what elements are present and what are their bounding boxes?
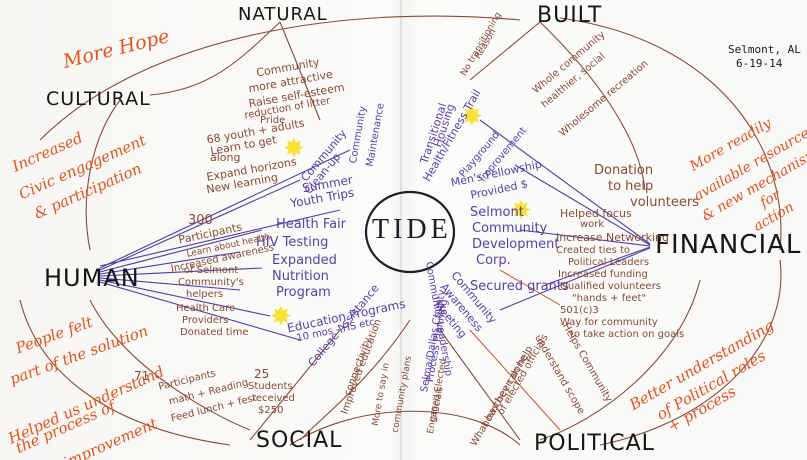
note-71-1: 71 [134,369,150,383]
activity-grants: Secured grants [470,279,569,294]
note-300-8: Health Care [176,303,236,314]
note-300-10: Donated time [180,327,249,338]
activity-selmont-3: Development [472,237,560,252]
star-icon: ✸ [461,102,483,132]
activity-selmont-4: Corp. [476,253,511,268]
note-25-2: Students [248,381,293,392]
center-label: TIDE [372,214,452,245]
activity-selmont-1: Selmont [470,205,524,220]
note-fin-7: Qualified volunteers [560,281,661,292]
note-fin-5: Political Leaders [568,257,650,268]
note-25-1: 25 [254,367,270,381]
capital-financial: FINANCIAL [655,230,802,260]
note-fin-10: Way for community [560,317,658,328]
note-youth-3: along [210,151,241,164]
note-fin-8: "hands + feet" [572,293,647,304]
note-300-1: 300 [188,213,213,228]
note-donation-2: to help [608,179,654,194]
note-fin-9: 501(c)3 [560,305,599,316]
note-25-4: $250 [258,405,284,416]
note-25-3: received [252,393,295,404]
date-note: 6-19-14 [736,57,783,70]
note-fin-1: Helped focus [560,207,632,220]
capital-social: SOCIAL [256,428,343,453]
note-fin-2: work [580,219,605,230]
note-donation-3: volunteers [630,195,699,210]
capital-political: POLITICAL [534,431,655,456]
note-donation-1: Donation [594,163,654,178]
capital-human: HUMAN [44,264,140,292]
place-note: Selmont, AL [728,43,801,56]
star-icon: ✸ [270,302,292,332]
note-300-9: Providers [182,315,229,326]
note-fin-3: Increase Networking [556,231,669,244]
capital-cultural: CULTURAL [46,88,151,110]
activity-healthfair-1: Health Fair [276,217,347,232]
note-fin-6: Increased funding [558,269,648,280]
note-community-5: Pride [260,115,286,126]
note-300-6: Community's [178,277,244,288]
orange-strokes [469,269,561,431]
tide-circle [364,190,456,274]
human-spokes [99,149,351,341]
financial-spokes [479,119,651,311]
star-icon: ✸ [510,196,532,226]
capital-natural: NATURAL [238,4,328,25]
note-300-5: of Selmont [184,265,239,276]
activity-selmont-2: Community [472,221,548,236]
capital-built: BUILT [537,3,603,28]
activity-healthfair-5: Program [276,285,331,300]
paper-seam [400,0,402,460]
activity-healthfair-4: Nutrition [272,269,329,284]
note-300-7: helpers [186,289,224,300]
note-fin-11: to take action on goals [570,329,685,340]
activity-healthfair-3: Expanded [272,253,337,268]
activity-healthfair-2: HIV Testing [256,235,329,250]
star-icon: ✸ [283,134,305,164]
brown-spokes [19,15,782,446]
note-fin-4: Created ties to [556,245,631,256]
